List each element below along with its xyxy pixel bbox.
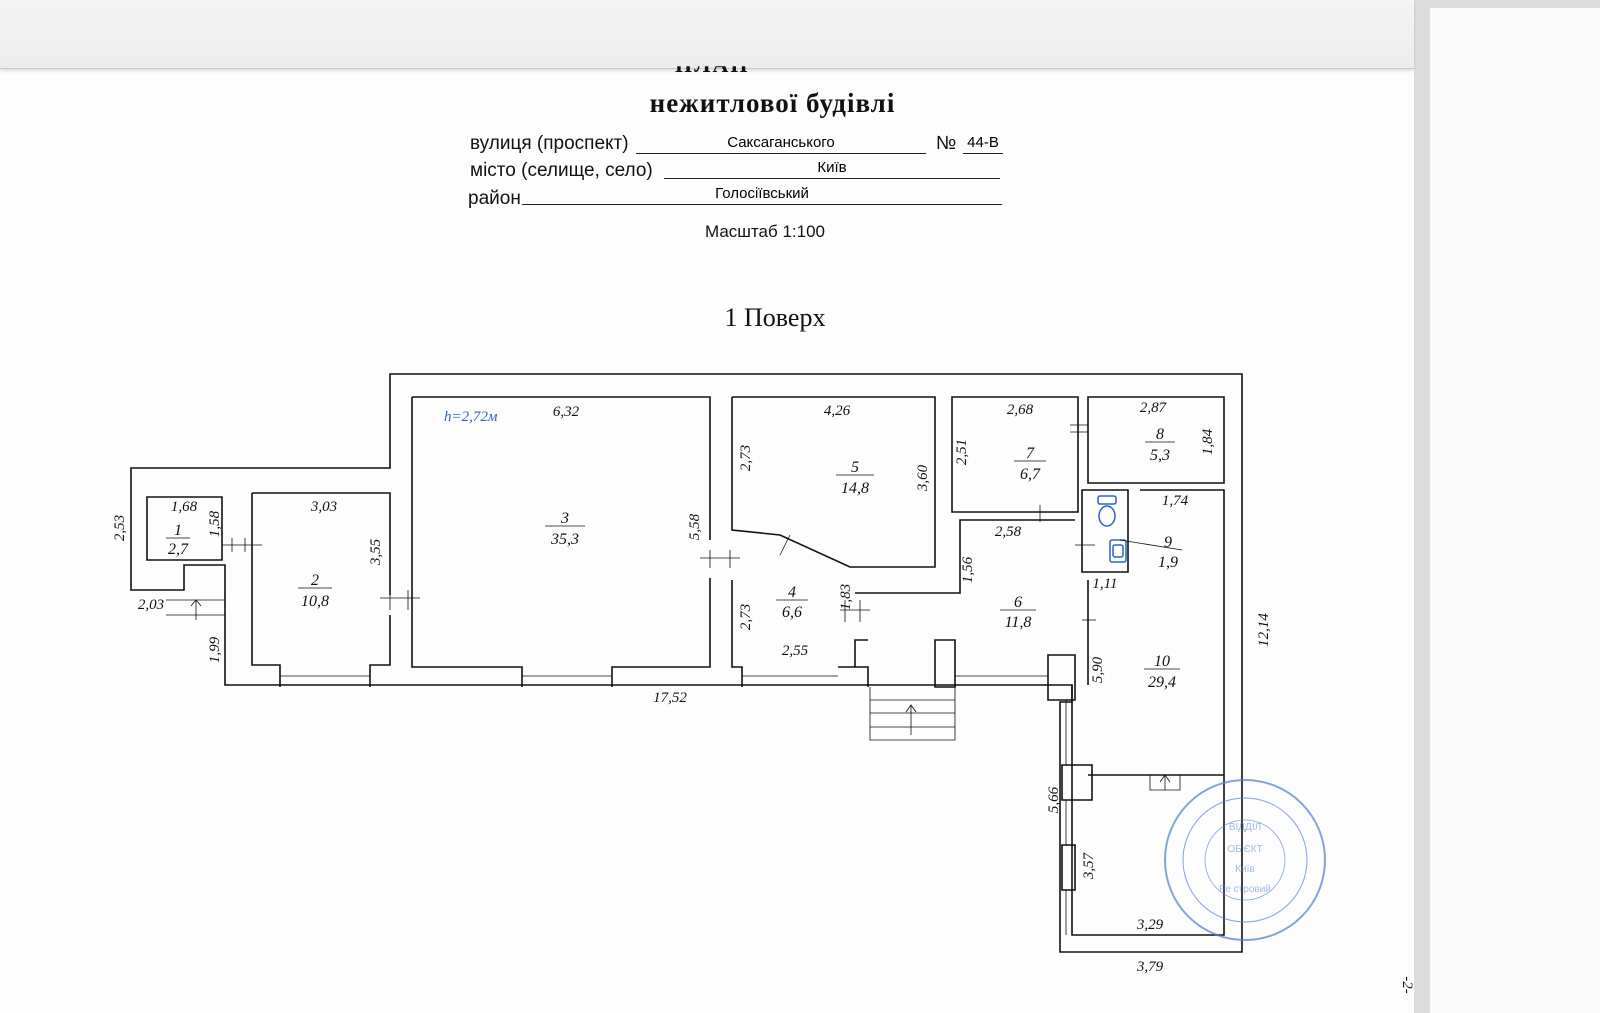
number-label: № [936, 133, 957, 154]
dim-2-87: 2,87 [1140, 400, 1168, 416]
dim-17-52: 17,52 [653, 690, 687, 706]
number-value: 44-В [963, 133, 1003, 154]
dim-1-74: 1,74 [1162, 493, 1189, 509]
room-8-area: 5,3 [1150, 447, 1170, 464]
room-7-area: 6,7 [1020, 466, 1041, 483]
room-3-area: 35,3 [550, 531, 579, 548]
door-openings [222, 415, 1096, 630]
room-6-number: 6 [1014, 594, 1022, 611]
stamp-line-2: ОБ'ЄКТ [1227, 844, 1262, 855]
adjacent-sheet [1430, 8, 1600, 1013]
dim-1-11: 1,11 [1092, 576, 1117, 592]
room-10-number: 10 [1154, 653, 1170, 670]
dim-6-32: 6,32 [553, 404, 580, 420]
dim-1-58: 1,58 [207, 510, 223, 537]
document-sheet: ПЛАН нежитлової будівлі вулиця (проспект… [0, 0, 1414, 1013]
dim-2-55: 2,55 [782, 643, 809, 659]
room-8-number: 8 [1156, 426, 1164, 443]
room-1-number: 1 [174, 522, 182, 539]
dim-2-53: 2,53 [112, 515, 128, 541]
room-9-number: 9 [1164, 534, 1172, 551]
sink-icon [1109, 539, 1127, 563]
dim-2-58: 2,58 [995, 524, 1022, 540]
room-9-area: 1,9 [1158, 554, 1178, 571]
scale-label: Масштаб 1:100 [705, 222, 825, 241]
official-stamp: ВІДДІЛ ОБ'ЄКТ Київ Ре стровий [1164, 779, 1326, 941]
city-value: Київ [664, 158, 1000, 179]
floor-title: 1 Поверх [724, 303, 826, 332]
street-label: вулиця (проспект) [470, 133, 629, 154]
floor-plan: h=2,72м 1 2,7 2 10,8 3 35,3 4 6,6 5 14,8… [112, 373, 1414, 994]
dim-2-73-bottom: 2,73 [738, 604, 754, 630]
dim-2-51: 2,51 [954, 439, 970, 465]
room-4-area: 6,6 [782, 604, 802, 621]
room-7-number: 7 [1026, 445, 1035, 462]
room-5-area: 14,8 [841, 480, 869, 497]
paper-fold [0, 0, 1414, 69]
room-10-area: 29,4 [1148, 674, 1176, 691]
room-4-number: 4 [788, 584, 796, 601]
room-2-number: 2 [311, 572, 319, 589]
dim-3-57: 3,57 [1081, 851, 1097, 880]
room-2-area: 10,8 [301, 593, 329, 610]
dim-3-55: 3,55 [368, 538, 384, 566]
room-1-area: 2,7 [168, 541, 189, 558]
district-value: Голосіївський [522, 184, 1002, 205]
entrance-stairs [166, 599, 1181, 791]
dim-3-03: 3,03 [310, 499, 337, 515]
windows [280, 675, 1067, 935]
dim-1-56: 1,56 [960, 556, 976, 583]
dim-1-99: 1,99 [207, 636, 223, 663]
walls [130, 373, 1243, 953]
ceiling-height: h=2,72м [444, 409, 498, 425]
dim-12-14: 12,14 [1256, 613, 1272, 647]
city-label: місто (селище, село) [470, 160, 653, 181]
dim-5-58: 5,58 [687, 513, 703, 540]
stamp-line-1: ВІДДІЛ [1229, 822, 1261, 833]
dim-2-03: 2,03 [138, 597, 164, 613]
dim-2-68: 2,68 [1007, 402, 1034, 418]
dim-5-90: 5,90 [1090, 656, 1106, 683]
dim-1-84: 1,84 [1200, 428, 1216, 455]
room-3-number: 3 [560, 510, 569, 527]
dim-2-73-top: 2,73 [738, 445, 754, 471]
dim-3-29: 3,29 [1136, 917, 1164, 933]
toilet-icon [1097, 495, 1117, 527]
stamp-line-4: Ре стровий [1219, 884, 1271, 895]
dim-3-60: 3,60 [915, 464, 931, 492]
dim-1-68: 1,68 [171, 499, 198, 515]
street-value: Саксаганського [636, 133, 926, 154]
plan-heading-partial: ПЛАН [675, 66, 750, 78]
room-6-area: 11,8 [1005, 614, 1032, 631]
dim-4-26: 4,26 [824, 403, 851, 419]
dim-3-79: 3,79 [1136, 959, 1164, 975]
dimensions: 1,68 1,58 2,53 2,03 1,99 3,03 3,55 6,32 … [112, 400, 1272, 975]
page-number: -2- [1399, 976, 1414, 994]
document-title: нежитлової будівлі [649, 88, 896, 118]
stamp-line-3: Київ [1235, 864, 1255, 875]
dim-1-83: 1,83 [838, 584, 854, 610]
room-5-number: 5 [851, 459, 859, 476]
dim-5-66: 5,66 [1046, 786, 1062, 813]
district-label: район [468, 188, 521, 209]
room-labels: 1 2,7 2 10,8 3 35,3 4 6,6 5 14,8 6 11,8 … [166, 426, 1183, 691]
